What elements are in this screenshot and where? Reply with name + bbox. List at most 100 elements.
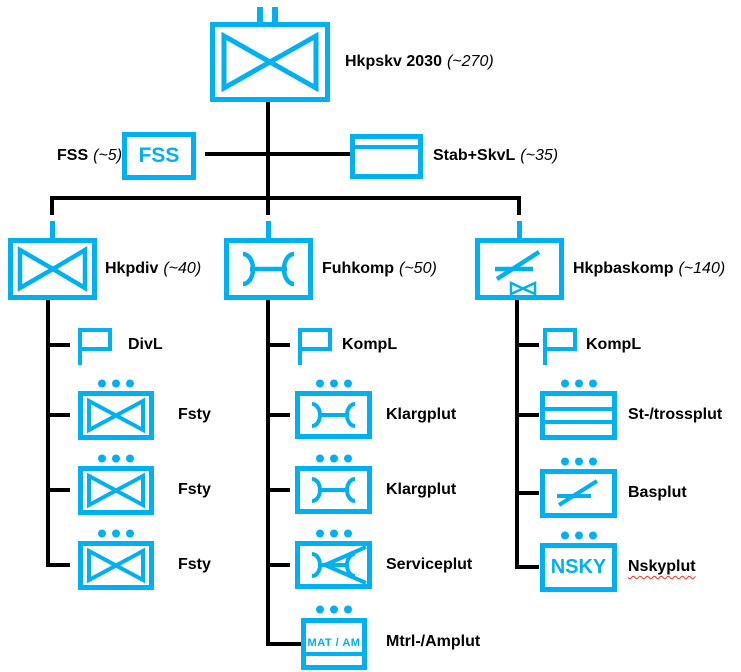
kompl-label: KompL	[586, 336, 642, 353]
unit-count: (~5)	[93, 147, 123, 164]
echelon-tick-icon	[266, 221, 271, 238]
unit-box-st-trossplut	[540, 391, 617, 440]
root-unit-label: Hkpskv 2030(~270)	[345, 52, 494, 72]
platoon-dots-icon	[98, 454, 134, 463]
unit-box-basplut	[540, 469, 617, 518]
unit-box-mtrl-amplut: MAT / AM	[301, 618, 367, 670]
serviceplut-label: Serviceplut	[386, 556, 473, 573]
unit-box-klargplut	[295, 391, 372, 439]
connector-stub	[266, 488, 290, 492]
unit-name: Stab+SkvL	[433, 147, 516, 164]
airbase-bowtie-icon	[495, 250, 541, 295]
hkpbaskomp-label: Hkpbaskomp(~140)	[573, 259, 725, 279]
platoon-dots-icon	[561, 531, 597, 540]
platoon-dots-icon	[561, 457, 597, 466]
bowtie-icon	[17, 246, 88, 292]
kompl-label: KompL	[342, 336, 398, 353]
nsky-box-text: NSKY	[550, 556, 607, 578]
unit-box-klargplut	[295, 466, 372, 514]
unit-box-fss: FSS	[122, 132, 196, 180]
connector-drop-left	[50, 196, 54, 215]
platoon-dots-icon	[316, 379, 352, 388]
unit-box-nsky: NSKY	[540, 543, 617, 592]
platoon-dots-icon	[561, 379, 597, 388]
connector-tree-left	[46, 300, 50, 567]
unit-box-hkpdiv	[8, 238, 97, 300]
connector-stub	[46, 563, 70, 567]
divl-label: DivL	[128, 336, 163, 353]
connector-distribution	[50, 196, 521, 200]
unit-box-fsty	[78, 391, 154, 440]
bowtie-icon	[87, 397, 145, 434]
unit-count: (~140)	[678, 260, 726, 277]
connector-stub	[46, 413, 70, 417]
platoon-dots-icon	[98, 379, 134, 388]
echelon-tick-icon	[517, 221, 522, 238]
maintenance-wrench-icon	[242, 251, 295, 287]
fss-label: FSS(~5)	[57, 146, 122, 166]
unit-count: (~35)	[520, 147, 559, 164]
maintenance-wrench-service-icon	[311, 546, 367, 584]
fss-box-text: FSS	[138, 144, 180, 167]
klargplut-label: Klargplut	[386, 406, 457, 423]
unit-box-fsty	[78, 541, 154, 590]
unit-name: Hkpdiv	[105, 260, 159, 277]
st-trossplut-label: St-/trossplut	[628, 406, 723, 423]
connector-stub	[515, 491, 539, 495]
box-footer-space	[306, 656, 362, 665]
fsty-label: Fsty	[178, 406, 211, 423]
unit-count: (~50)	[399, 260, 437, 277]
connector-stub	[266, 413, 290, 417]
connector-stub	[515, 565, 539, 569]
fsty-label: Fsty	[178, 556, 211, 573]
nskyplut-label: Nskyplut	[628, 558, 696, 575]
unit-box-fuhkomp	[224, 238, 313, 300]
unit-name: FSS	[57, 147, 89, 164]
maintenance-wrench-icon	[311, 477, 356, 503]
klargplut-label: Klargplut	[386, 481, 457, 498]
unit-box-stab	[350, 134, 423, 179]
unit-count: (~270)	[446, 53, 494, 70]
connector-root-vertical	[266, 102, 270, 215]
connector-stub	[266, 343, 290, 347]
connector-stub	[515, 343, 539, 347]
flag-icon	[78, 328, 112, 365]
bowtie-icon	[221, 31, 319, 93]
fsty-label: Fsty	[178, 481, 211, 498]
mat-am-box-text: MAT / AM	[307, 637, 361, 649]
box-divider	[306, 652, 362, 656]
echelon-bar-icon	[257, 7, 263, 22]
echelon-bar-icon	[272, 7, 278, 22]
bowtie-icon	[87, 547, 145, 584]
hkpdiv-label: Hkpdiv(~40)	[105, 259, 201, 279]
platoon-dots-icon	[98, 529, 134, 538]
connector-staff-horizontal	[205, 152, 351, 156]
connector-stub	[46, 488, 70, 492]
unit-name: Fuhkomp	[322, 260, 394, 277]
platoon-dots-icon	[316, 529, 352, 538]
airbase-icon	[557, 479, 599, 507]
unit-box-hkpbaskomp	[475, 238, 564, 300]
connector-tree-right	[515, 300, 519, 567]
unit-name: Hkpskv 2030	[345, 53, 442, 70]
three-band-icon	[545, 407, 612, 424]
platoon-dots-icon	[316, 605, 352, 614]
connector-drop-right	[517, 196, 521, 215]
connector-tree-middle	[266, 300, 270, 646]
connector-stub	[515, 413, 539, 417]
connector-stub	[266, 563, 290, 567]
bowtie-icon	[87, 472, 145, 509]
platoon-dots-icon	[316, 454, 352, 463]
unit-box-fsty	[78, 466, 154, 515]
fuhkomp-label: Fuhkomp (~50)	[322, 259, 437, 279]
flag-icon	[298, 328, 332, 365]
unit-box-serviceplut	[295, 541, 372, 589]
staff-band-icon	[355, 145, 418, 149]
flag-icon	[543, 328, 577, 365]
unit-name: Hkpbaskomp	[573, 260, 674, 277]
echelon-tick-icon	[50, 221, 55, 238]
connector-stub-bend	[266, 642, 302, 646]
mtrl-amplut-label: Mtrl-/Amplut	[386, 633, 481, 650]
unit-box-hkpskv	[210, 22, 330, 102]
